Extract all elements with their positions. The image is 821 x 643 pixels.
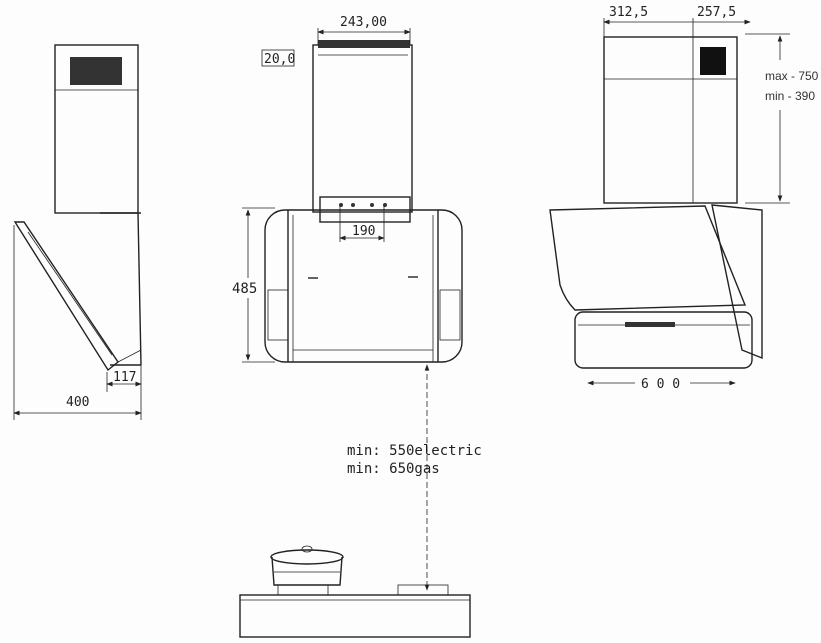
dim-bracket-width: 190 — [352, 224, 375, 239]
perspective-view — [549, 18, 790, 386]
vent-grille-icon — [70, 57, 122, 85]
dim-front: 312,5 — [609, 5, 648, 20]
dim-glass-depth: 117 — [113, 370, 136, 385]
clearance-gas: min: 650gas — [347, 461, 440, 477]
max-height: max - 750 — [765, 69, 819, 83]
dim-right-width: 6 0 0 — [641, 377, 680, 392]
dim-left-width: 400 — [66, 395, 89, 410]
min-height: min - 390 — [765, 89, 815, 103]
dim-chimney-width: 243,00 — [340, 15, 387, 30]
dim-height: 485 — [232, 281, 257, 297]
dim-side: 257,5 — [697, 5, 736, 20]
side-view-left — [13, 44, 142, 420]
front-view — [242, 28, 463, 591]
dim-bracket: 20,0 — [264, 52, 295, 67]
hob-with-pot — [239, 545, 471, 638]
clearance-electric: min: 550electric — [347, 443, 482, 459]
